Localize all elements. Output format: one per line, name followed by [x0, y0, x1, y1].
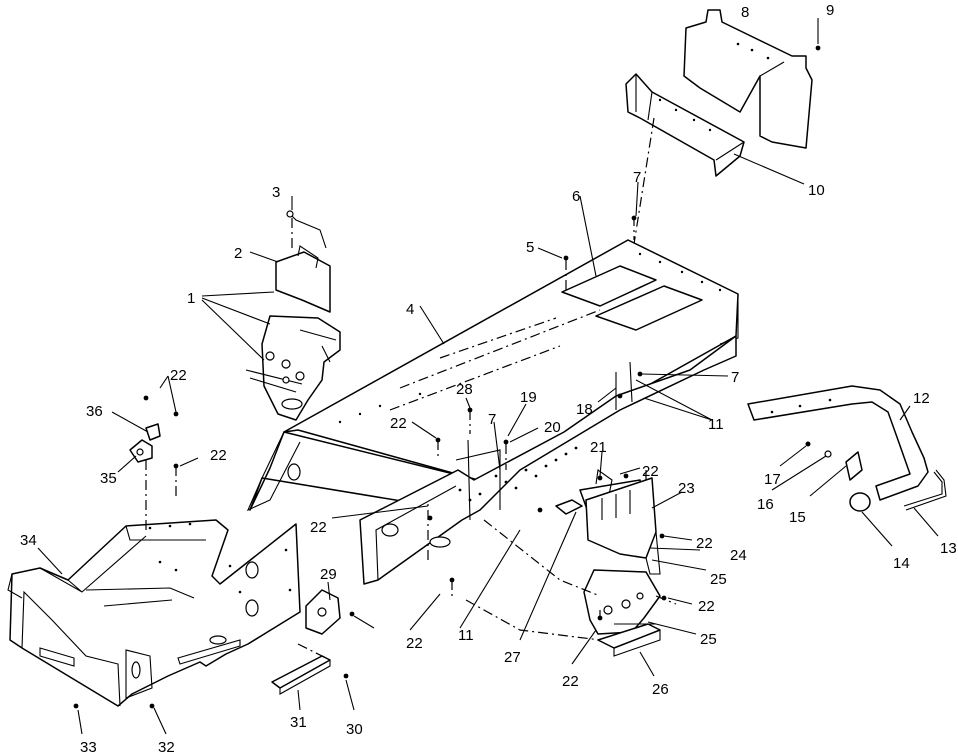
part-1-bracket	[245, 315, 341, 421]
callout-24: 24	[730, 547, 747, 564]
part-31-strip	[271, 655, 331, 695]
callout-4: 4	[406, 301, 414, 318]
callout-1: 1	[187, 290, 195, 307]
part-2-bracket	[275, 245, 331, 313]
callout-7-top: 7	[633, 169, 641, 186]
callout-22-bracket-top: 22	[642, 463, 659, 480]
part-17-bolt	[805, 441, 811, 447]
callout-22-bracket-right: 22	[696, 535, 713, 552]
callout-9: 9	[826, 2, 834, 19]
callout-11-lower: 11	[458, 627, 474, 644]
callout-2: 2	[234, 245, 242, 262]
callout-22-bracket-lower: 22	[698, 598, 715, 615]
callout-23: 23	[678, 480, 695, 497]
part-14-cap	[849, 492, 871, 512]
callout-7-mid: 7	[488, 411, 496, 428]
part-13-rod	[903, 469, 947, 511]
callout-32: 32	[158, 739, 175, 756]
callout-27: 27	[504, 649, 521, 666]
callout-3: 3	[272, 184, 280, 201]
part-36-clip	[145, 423, 161, 441]
callout-19: 19	[520, 389, 537, 406]
part-29-plate	[305, 589, 341, 635]
hardware-points	[73, 45, 821, 709]
callout-22-bracket-bottom: 22	[562, 673, 579, 690]
part-26-plate	[597, 623, 661, 657]
callout-25-lower: 25	[700, 631, 717, 648]
callout-14: 14	[893, 555, 910, 572]
callout-13: 13	[940, 540, 957, 557]
callout-33: 33	[80, 739, 97, 756]
callout-28: 28	[456, 381, 473, 398]
part-15-plate	[845, 451, 863, 481]
callout-16: 16	[757, 496, 774, 513]
callout-22-tunnel: 22	[310, 519, 327, 536]
part-10-flap-bracket	[625, 73, 745, 177]
callout-34: 34	[20, 532, 37, 549]
callout-7-right: 7	[731, 369, 739, 386]
callout-11-right: 11	[708, 416, 724, 433]
part-8-flap	[683, 9, 813, 149]
callout-20: 20	[544, 419, 561, 436]
part-3-bolt	[286, 210, 327, 249]
callout-22-topleft: 22	[170, 367, 187, 384]
part-23-bracket	[585, 477, 661, 575]
part-28-bulkhead	[359, 335, 737, 585]
callout-36: 36	[86, 403, 103, 420]
part-27-plate	[555, 499, 583, 515]
callout-10: 10	[808, 182, 825, 199]
callout-18: 18	[576, 401, 593, 418]
callout-22-left: 22	[210, 447, 227, 464]
part-12-bumper	[747, 385, 929, 501]
callout-26: 26	[652, 681, 669, 698]
callout-8: 8	[741, 4, 749, 21]
part-34-front-frame	[7, 519, 301, 707]
callout-21: 21	[590, 439, 607, 456]
callout-15: 15	[789, 509, 806, 526]
part-16-washer	[824, 450, 832, 458]
callout-22-mid: 22	[390, 415, 407, 432]
callout-25-upper: 25	[710, 571, 727, 588]
callout-17: 17	[764, 471, 781, 488]
callout-12: 12	[913, 390, 930, 407]
callout-22-bottom: 22	[406, 635, 423, 652]
callout-29: 29	[320, 566, 337, 583]
callout-30: 30	[346, 721, 363, 738]
callout-5: 5	[526, 239, 534, 256]
callout-labels: 1 2 3 4 5 6 7 8 9 10 7 11 12 13 14 15 16…	[20, 2, 957, 756]
callout-31: 31	[290, 714, 307, 731]
callout-35: 35	[100, 470, 117, 487]
leader-lines	[37, 18, 939, 735]
callout-6: 6	[572, 188, 580, 205]
